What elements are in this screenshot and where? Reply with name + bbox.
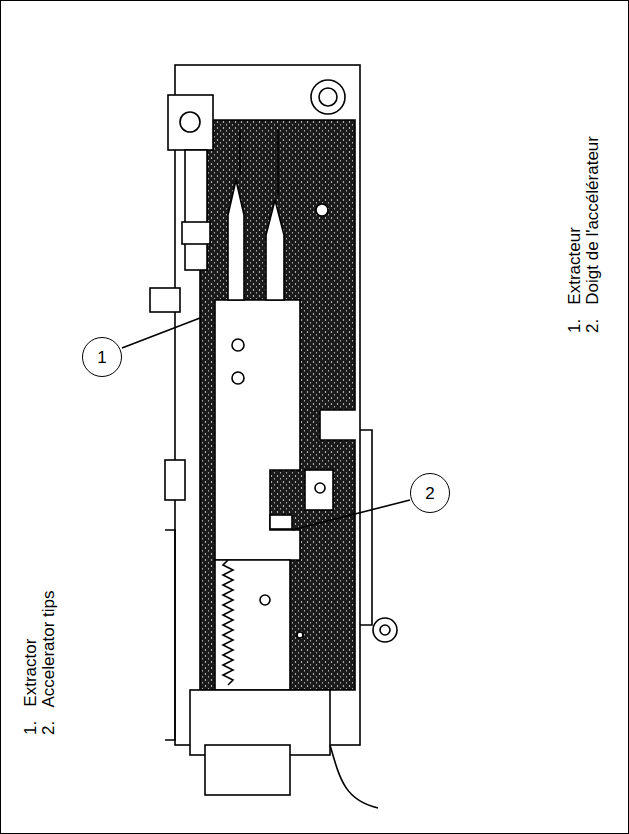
housing bbox=[175, 65, 360, 745]
bolt bbox=[215, 300, 300, 560]
cartridge-line bbox=[277, 130, 279, 195]
accelerator-pin bbox=[315, 483, 325, 493]
callout-circle: 1 bbox=[82, 337, 122, 377]
bolt-hole bbox=[232, 372, 244, 384]
receiver-drawing bbox=[122, 65, 410, 808]
ring bbox=[380, 625, 390, 635]
ring bbox=[373, 618, 397, 642]
bolt-lower bbox=[215, 560, 290, 690]
legend-text: 2. Accelerator tips bbox=[40, 590, 58, 735]
rear-block bbox=[205, 745, 290, 795]
screw bbox=[180, 112, 200, 132]
callout-number: 2 bbox=[425, 485, 434, 502]
accelerator bbox=[305, 470, 333, 510]
cartridge-line bbox=[239, 130, 241, 175]
pin-hole bbox=[311, 80, 345, 114]
side-rail bbox=[360, 430, 372, 625]
callout-number: 1 bbox=[97, 349, 106, 366]
stippled-body bbox=[200, 120, 355, 690]
leader-line bbox=[122, 318, 200, 348]
legend-text: 2. Doigt de l'accélérateur bbox=[584, 136, 602, 333]
hole bbox=[260, 595, 270, 605]
bolt-hole bbox=[232, 339, 244, 351]
accelerator-tip bbox=[270, 515, 292, 529]
legend-text: 1. Extractor bbox=[22, 639, 40, 735]
hole bbox=[316, 204, 328, 216]
feed-block bbox=[182, 222, 210, 244]
pin-hole bbox=[319, 88, 337, 106]
legend-text: 1. Extracteur bbox=[566, 227, 584, 333]
callout-circle: 2 bbox=[410, 473, 450, 513]
lug bbox=[165, 460, 185, 500]
spring bbox=[223, 560, 233, 685]
bracket bbox=[168, 95, 213, 150]
lug bbox=[150, 288, 180, 312]
feed-arm bbox=[185, 150, 207, 270]
leader-line bbox=[292, 500, 410, 530]
wire bbox=[330, 745, 378, 808]
hole bbox=[297, 632, 303, 638]
cartridge bbox=[266, 200, 284, 300]
side-rail bbox=[165, 530, 175, 740]
cartridge bbox=[228, 180, 244, 300]
